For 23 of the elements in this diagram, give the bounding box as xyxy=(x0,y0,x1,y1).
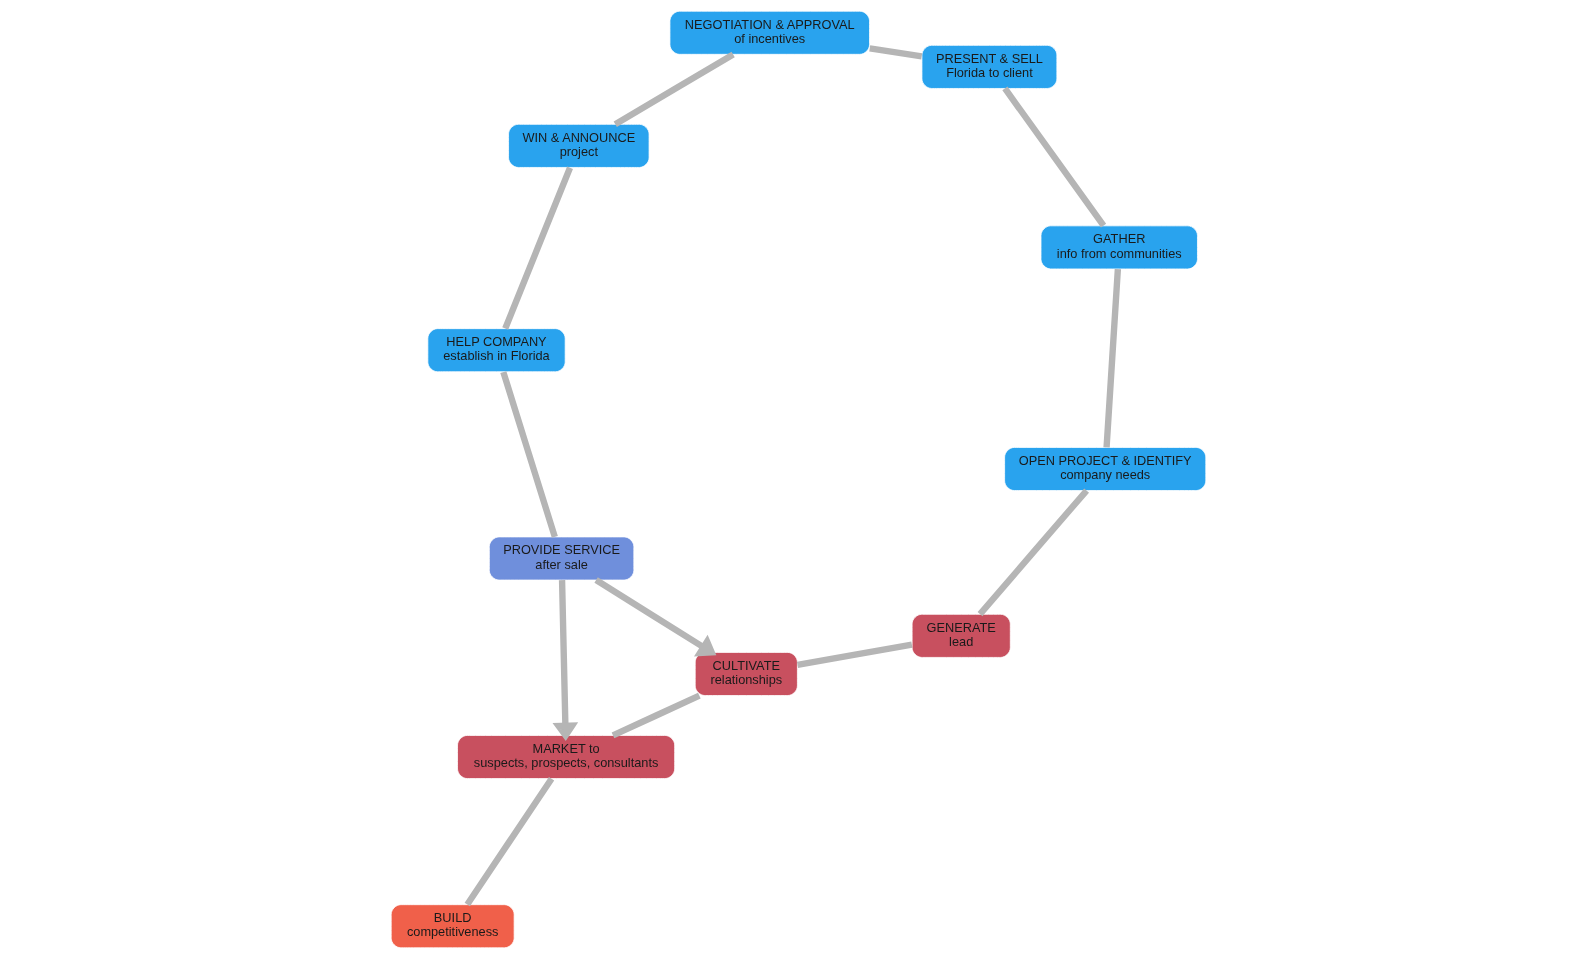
node-box: GATHER info from communities xyxy=(1040,225,1198,270)
connector xyxy=(1001,86,1106,228)
connector xyxy=(499,371,558,538)
connector xyxy=(464,776,554,907)
node-box: WIN & ANNOUNCE project xyxy=(507,123,649,168)
node-box: HELP COMPANY establish in Florida xyxy=(426,328,566,373)
node-box: NEGOTIATION & APPROVAL of incentives xyxy=(669,10,870,55)
node-box: OPEN PROJECT & IDENTIFY company needs xyxy=(1003,447,1206,491)
connector xyxy=(501,166,573,330)
connector xyxy=(613,51,735,128)
node-box: GENERATE lead xyxy=(911,613,1011,658)
node-box: CULTIVATE relationships xyxy=(694,652,798,696)
arrow xyxy=(593,577,716,657)
connector xyxy=(796,641,912,669)
node-box: MARKET to suspects, prospects, consultants xyxy=(456,735,675,779)
connector xyxy=(611,692,701,739)
node-box: PROVIDE SERVICE after sale xyxy=(488,536,634,581)
node-box: BUILD competitiveness xyxy=(390,904,515,949)
arrow xyxy=(551,580,578,741)
connector xyxy=(977,488,1089,617)
node-box: PRESENT & SELL Florida to client xyxy=(921,44,1057,89)
connector xyxy=(1102,268,1121,448)
connector xyxy=(868,45,922,60)
